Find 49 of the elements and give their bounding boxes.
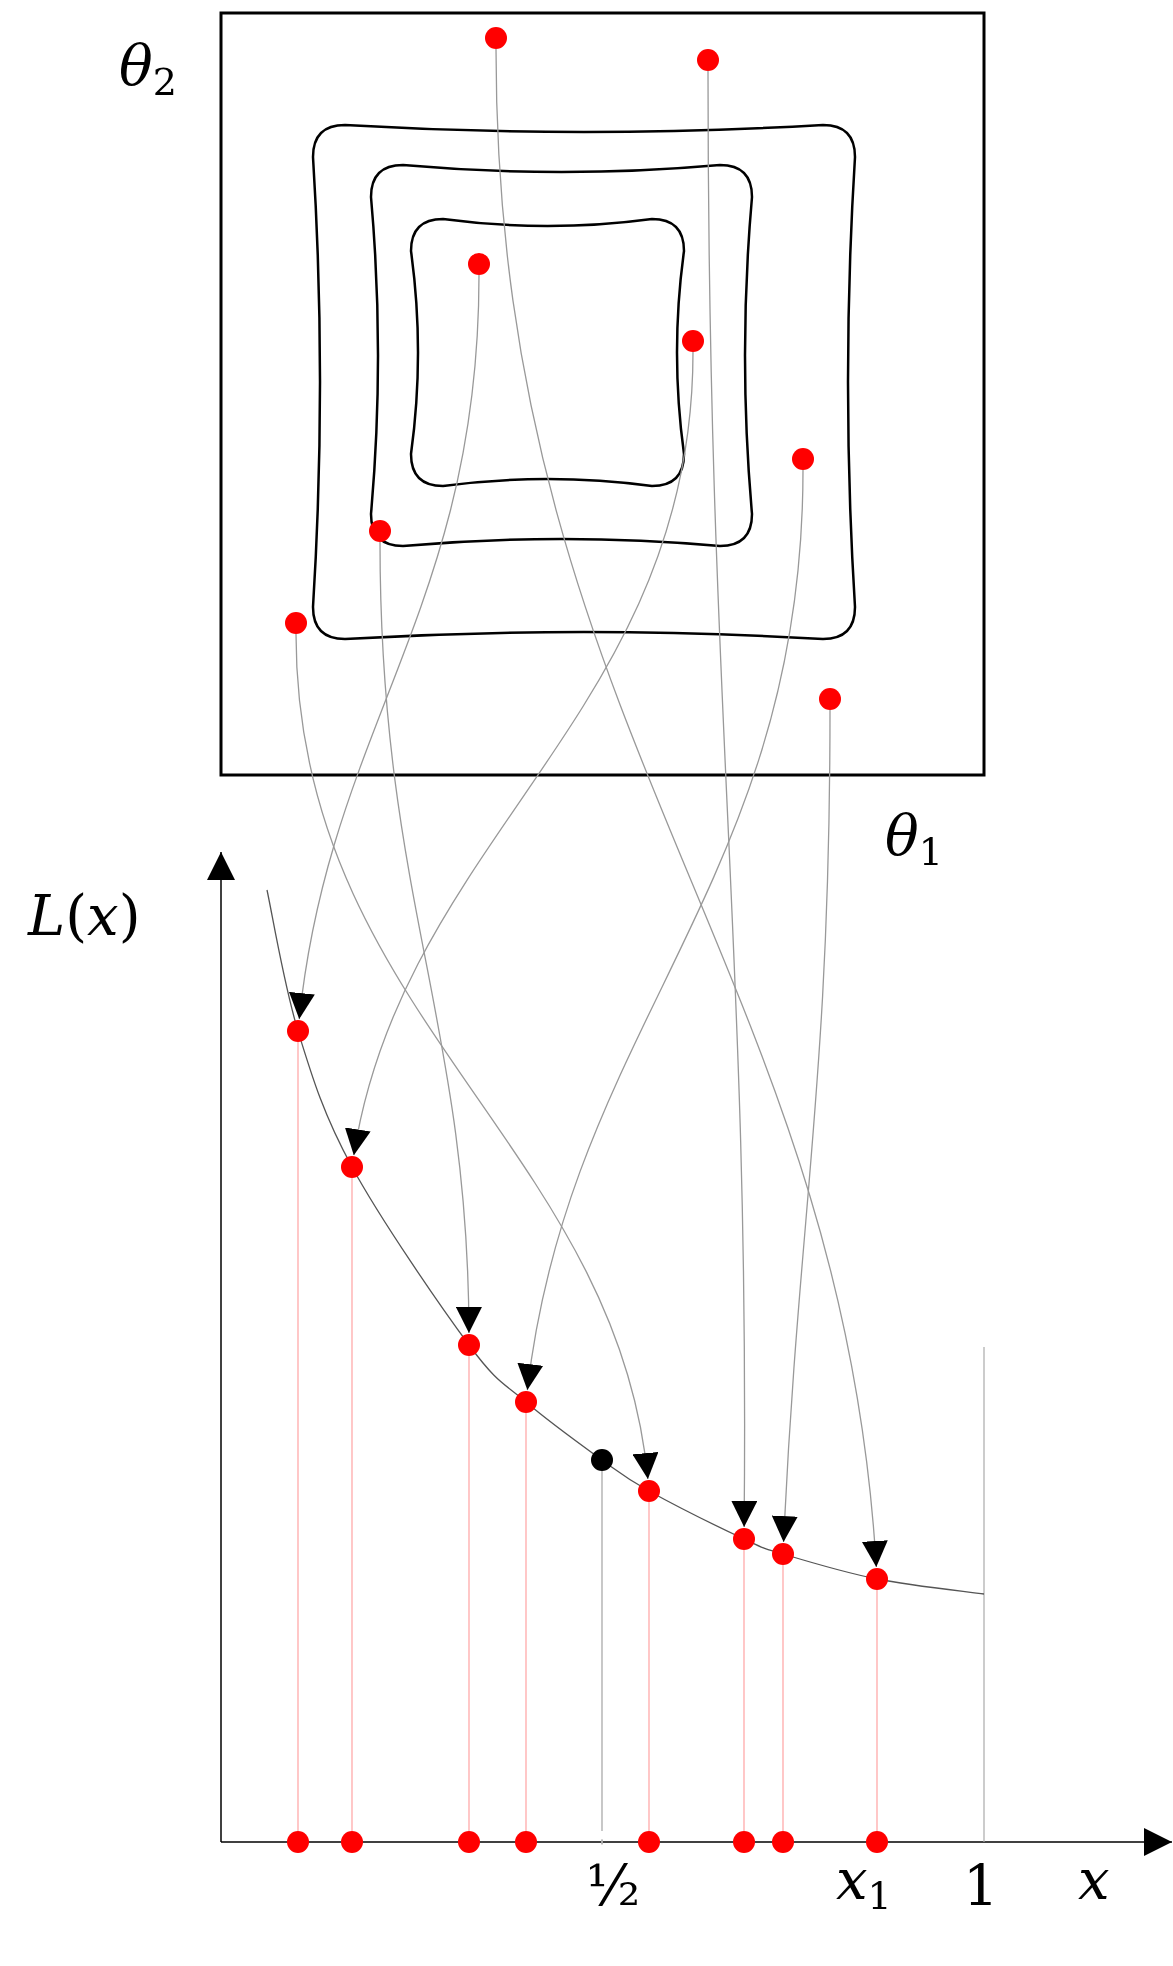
sample-dot xyxy=(792,448,814,470)
mapping-arrow xyxy=(707,70,758,1528)
projection-line xyxy=(601,1470,603,1832)
loss-point xyxy=(866,1568,888,1590)
loss-point xyxy=(772,1543,794,1565)
sample-dot xyxy=(697,49,719,71)
projection-line xyxy=(648,1501,650,1832)
projection-line xyxy=(525,1412,527,1832)
loss-point xyxy=(341,1156,363,1178)
mapping-arrow xyxy=(771,709,831,1543)
loss-point xyxy=(515,1391,537,1413)
mapping-arrow xyxy=(518,469,804,1391)
tick-label: 1 xyxy=(963,1858,999,1914)
axis-label: θ$_{2}$ xyxy=(119,38,177,101)
x-axis-point xyxy=(515,1831,537,1853)
x-axis-point xyxy=(638,1831,660,1853)
x-axis-point xyxy=(772,1831,794,1853)
loss-point xyxy=(638,1480,660,1502)
x-axis-point xyxy=(458,1831,480,1853)
projection-line xyxy=(743,1549,745,1832)
projection-line xyxy=(468,1355,470,1832)
sample-dot xyxy=(468,253,490,275)
midpoint-dot xyxy=(591,1449,613,1471)
x-axis-point xyxy=(733,1831,755,1853)
tick-label: ½ xyxy=(586,1858,641,1914)
axis-label: x xyxy=(1078,1852,1110,1908)
x-axis-point xyxy=(341,1831,363,1853)
sample-dot xyxy=(485,27,507,49)
sample-dot xyxy=(369,520,391,542)
projection-line xyxy=(351,1177,353,1832)
mapping-arrow xyxy=(495,48,887,1568)
x-axis-point xyxy=(866,1831,888,1853)
axis-label: θ$_{1}$ xyxy=(885,808,943,871)
mapping-arrow xyxy=(379,541,482,1334)
mapping-arrow xyxy=(295,633,657,1480)
x-axis-point xyxy=(287,1831,309,1853)
projection-line xyxy=(297,1041,299,1832)
projection-line xyxy=(876,1589,878,1832)
loss-point xyxy=(458,1334,480,1356)
sample-dot xyxy=(285,612,307,634)
mapping-arrow xyxy=(290,274,480,1020)
mapping-arrow xyxy=(346,351,694,1156)
loss-point xyxy=(733,1528,755,1550)
tick-label: x$_{1}$ xyxy=(836,1852,892,1915)
axis-label: L(x) xyxy=(28,888,141,944)
sample-dot xyxy=(682,330,704,352)
projection-line xyxy=(782,1564,784,1832)
loss-point xyxy=(287,1020,309,1042)
sample-dot xyxy=(819,688,841,710)
